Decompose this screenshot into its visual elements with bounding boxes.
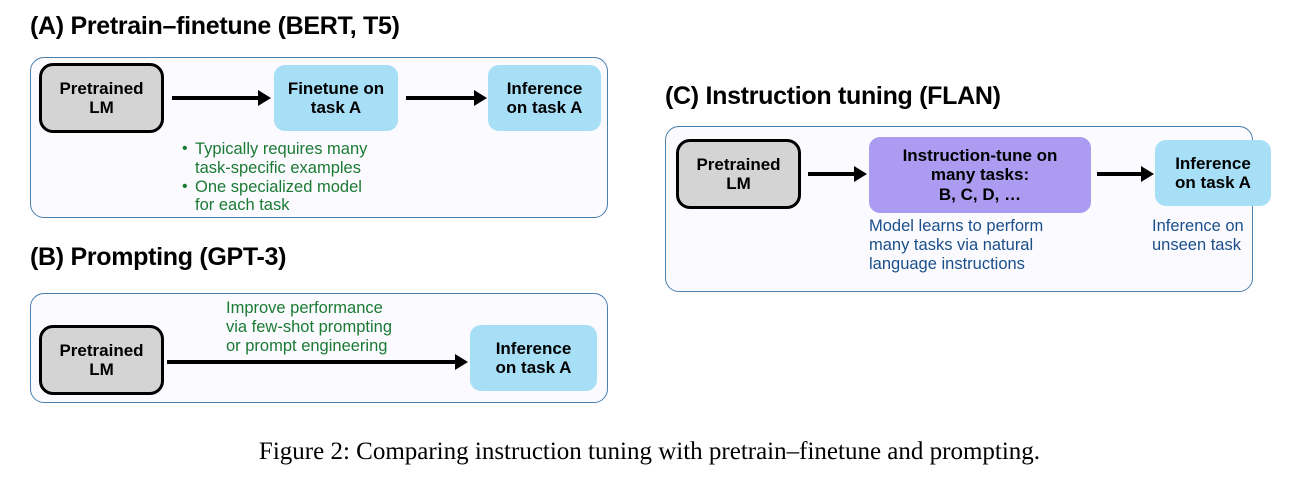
list-item: • One specialized model for each task: [182, 178, 482, 216]
panel-c-instruction-tune-box: Instruction-tune on many tasks: B, C, D,…: [869, 137, 1091, 213]
panel-a-heading: (A) Pretrain–finetune (BERT, T5): [30, 12, 400, 40]
panel-a-container: Pretrained LM Finetune on task A Inferen…: [30, 57, 608, 218]
panel-c-heading: (C) Instruction tuning (FLAN): [665, 82, 1001, 110]
panel-b-pretrained-lm-box: Pretrained LM: [39, 325, 164, 395]
list-item: • Typically requires many task-specific …: [182, 140, 482, 178]
panel-b-heading: (B) Prompting (GPT-3): [30, 243, 287, 271]
bullet-text: Typically requires many task-specific ex…: [195, 140, 368, 177]
panel-a-finetune-box: Finetune on task A: [274, 65, 398, 131]
panel-a-bullet-list: • Typically requires many task-specific …: [182, 140, 482, 215]
panel-c-instruction-tune-note: Model learns to perform many tasks via n…: [869, 217, 1044, 273]
panel-b-container: Pretrained LM Improve performance via fe…: [30, 293, 608, 403]
bullet-marker-icon: •: [182, 140, 188, 157]
panel-c-inference-note: Inference on unseen task: [1152, 217, 1244, 254]
figure-caption: Figure 2: Comparing instruction tuning w…: [258, 438, 1041, 465]
bullet-text: One specialized model for each task: [195, 177, 362, 215]
panel-b-inference-box: Inference on task A: [470, 325, 597, 391]
panel-a-pretrained-lm-box: Pretrained LM: [39, 63, 164, 133]
panel-c-inference-box: Inference on task A: [1155, 140, 1271, 206]
panel-b-prompting-note: Improve performance via few-shot prompti…: [226, 299, 392, 355]
panel-a-inference-box: Inference on task A: [488, 65, 601, 131]
panel-c-pretrained-lm-box: Pretrained LM: [676, 139, 801, 209]
panel-c-container: Pretrained LM Instruction-tune on many t…: [665, 126, 1271, 292]
bullet-marker-icon: •: [182, 177, 188, 195]
